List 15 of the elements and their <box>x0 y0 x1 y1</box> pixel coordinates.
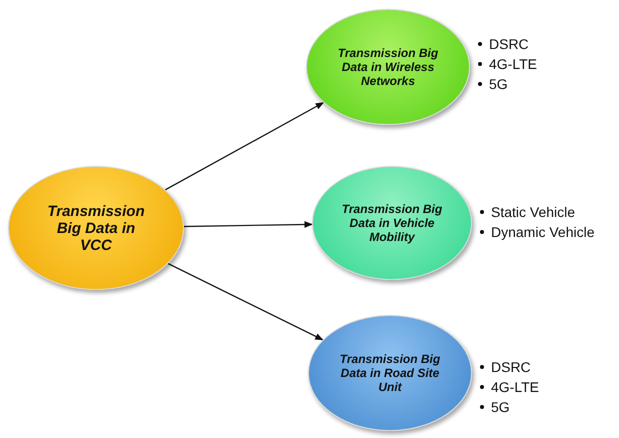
arrow <box>165 102 324 190</box>
bullet-item: Dynamic Vehicle <box>491 223 594 242</box>
node-label: Transmission Big Data in Wireless Networks <box>336 46 440 88</box>
node-label: Transmission Big Data in VCC <box>46 202 146 254</box>
node-label: Transmission Big Data in Road Site Unit <box>338 352 442 394</box>
bullet-item: 5G <box>491 398 510 417</box>
bullet-item: 5G <box>489 75 508 94</box>
bullet-item: Static Vehicle <box>491 203 576 222</box>
bullet-item: 4G-LTE <box>489 55 537 74</box>
bullet-item: DSRC <box>489 35 529 54</box>
bullet-item: 4G-LTE <box>491 378 539 397</box>
node-label: Transmission Big Data in Vehicle Mobility <box>340 202 444 244</box>
bullet-item: DSRC <box>491 358 531 377</box>
arrow <box>168 263 324 340</box>
arrow <box>184 221 313 228</box>
